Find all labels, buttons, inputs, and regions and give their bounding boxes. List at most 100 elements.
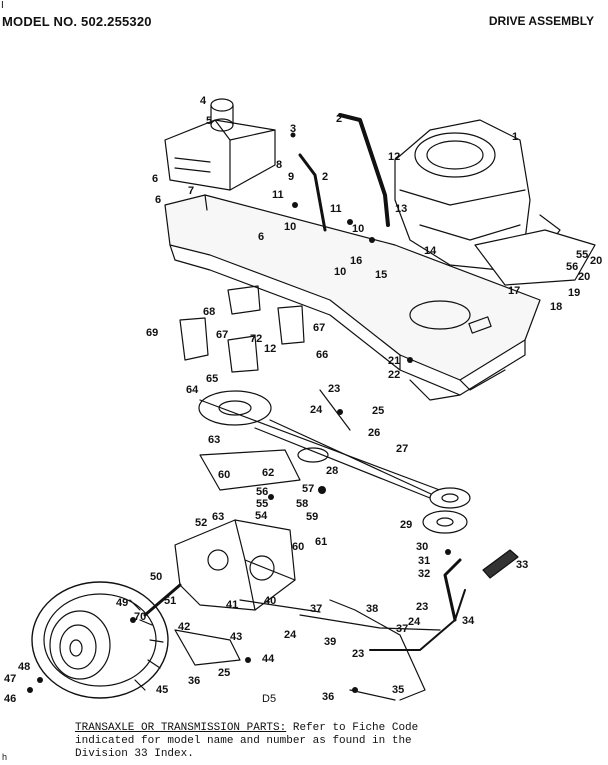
callout-10-b: 10 xyxy=(352,223,364,235)
callout-18: 18 xyxy=(550,301,562,313)
callout-42: 42 xyxy=(178,621,190,633)
callout-37-b: 37 xyxy=(396,623,408,635)
callout-20-b: 20 xyxy=(578,271,590,283)
callout-31: 31 xyxy=(418,555,430,567)
callout-55-a: 55 xyxy=(256,498,268,510)
callout-39: 39 xyxy=(324,636,336,648)
callout-6-center: 6 xyxy=(258,231,264,243)
callout-38: 38 xyxy=(366,603,378,615)
callout-33: 33 xyxy=(516,559,528,571)
fuel-tank xyxy=(164,98,276,191)
callout-65: 65 xyxy=(206,373,218,385)
callout-9: 9 xyxy=(288,171,294,183)
callout-68: 68 xyxy=(203,306,215,318)
footer-line-2: indicated for model name and number as f… xyxy=(75,735,412,747)
callout-54: 54 xyxy=(255,510,268,522)
callout-43: 43 xyxy=(230,631,242,643)
callout-2-rod: 2 xyxy=(322,171,328,183)
page-title: DRIVE ASSEMBLY xyxy=(488,14,594,28)
callout-48: 48 xyxy=(18,661,30,673)
callout-29: 29 xyxy=(400,519,412,531)
callout-59: 59 xyxy=(306,511,318,523)
callout-22: 22 xyxy=(388,369,400,381)
engine xyxy=(394,119,561,271)
rear-wheel xyxy=(31,581,169,699)
callout-30: 30 xyxy=(416,541,428,553)
callout-10-a: 10 xyxy=(284,221,296,233)
callout-63-b: 63 xyxy=(212,511,224,523)
callout-36-b: 36 xyxy=(322,691,334,703)
callout-36-a: 36 xyxy=(188,675,200,687)
callout-60-a: 60 xyxy=(218,469,230,481)
callout-27: 27 xyxy=(396,443,408,455)
callout-58: 58 xyxy=(296,498,308,510)
callout-41: 41 xyxy=(226,599,238,611)
callout-55-b: 55 xyxy=(576,249,588,261)
callout-6-tank: 6 xyxy=(152,173,158,185)
footer-note: TRANSAXLE OR TRANSMISSION PARTS: Refer t… xyxy=(75,722,595,761)
callout-1: 1 xyxy=(512,131,518,143)
callout-6-frame: 6 xyxy=(155,194,161,206)
footer-line-1: TRANSAXLE OR TRANSMISSION PARTS: Refer t… xyxy=(75,722,595,735)
callout-46: 46 xyxy=(4,693,16,705)
callout-25-b: 25 xyxy=(218,667,230,679)
callout-24-b: 24 xyxy=(408,616,421,628)
callout-51: 51 xyxy=(164,595,176,607)
callout-15: 15 xyxy=(375,269,387,281)
callout-14: 14 xyxy=(424,245,437,257)
callout-28: 28 xyxy=(326,465,338,477)
callout-7: 7 xyxy=(188,185,194,197)
callout-56-a: 56 xyxy=(256,486,268,498)
callout-10-c: 10 xyxy=(334,266,346,278)
bottom-mark: h xyxy=(2,752,8,762)
callout-12-bracket: 12 xyxy=(264,343,276,355)
callout-66: 66 xyxy=(316,349,328,361)
callout-13: 13 xyxy=(395,203,407,215)
callout-35: 35 xyxy=(392,684,404,696)
callout-23-a: 23 xyxy=(328,383,340,395)
footer-line-3: Division 33 Index. xyxy=(75,748,194,760)
callout-5: 5 xyxy=(206,115,212,127)
callout-19: 19 xyxy=(568,287,580,299)
callout-25-a: 25 xyxy=(372,405,384,417)
callout-26: 26 xyxy=(368,427,380,439)
transaxle xyxy=(174,519,296,611)
model-number: MODEL NO. 502.255320 xyxy=(2,14,152,29)
callout-60-b: 60 xyxy=(292,541,304,553)
callout-67-a: 67 xyxy=(216,329,228,341)
callout-49: 49 xyxy=(116,597,128,609)
callout-64: 64 xyxy=(186,384,199,396)
callout-8: 8 xyxy=(276,159,282,171)
callout-61: 61 xyxy=(315,536,327,548)
callout-72: 72 xyxy=(250,333,262,345)
callout-40: 40 xyxy=(264,595,276,607)
footer-lead: TRANSAXLE OR TRANSMISSION PARTS: xyxy=(75,722,287,734)
callout-3: 3 xyxy=(290,123,296,135)
callout-24-c: 24 xyxy=(284,629,297,641)
callout-32: 32 xyxy=(418,568,430,580)
callout-67-b: 67 xyxy=(313,322,325,334)
diagram-code: D5 xyxy=(262,693,276,705)
callout-12-top: 12 xyxy=(388,151,400,163)
callout-69: 69 xyxy=(146,327,158,339)
callout-52: 52 xyxy=(195,517,207,529)
callout-47: 47 xyxy=(4,673,16,685)
callout-50: 50 xyxy=(150,571,162,583)
callout-57: 57 xyxy=(302,483,314,495)
callout-23-c: 23 xyxy=(352,648,364,660)
callout-23-b: 23 xyxy=(416,601,428,613)
footer-line1-text: Refer to Fiche Code xyxy=(292,722,419,734)
main-frame xyxy=(164,194,541,401)
callout-11-a: 11 xyxy=(272,189,284,201)
callout-24-a: 24 xyxy=(310,404,323,416)
callout-2-shift: 2 xyxy=(336,113,342,125)
callout-37-a: 37 xyxy=(310,603,322,615)
callout-63-a: 63 xyxy=(208,434,220,446)
callout-16: 16 xyxy=(350,255,362,267)
callout-17: 17 xyxy=(508,285,520,297)
callout-11-b: 11 xyxy=(330,203,342,215)
callout-45: 45 xyxy=(156,684,168,696)
corner-mark: I xyxy=(1,0,4,11)
callout-56-b: 56 xyxy=(566,261,578,273)
